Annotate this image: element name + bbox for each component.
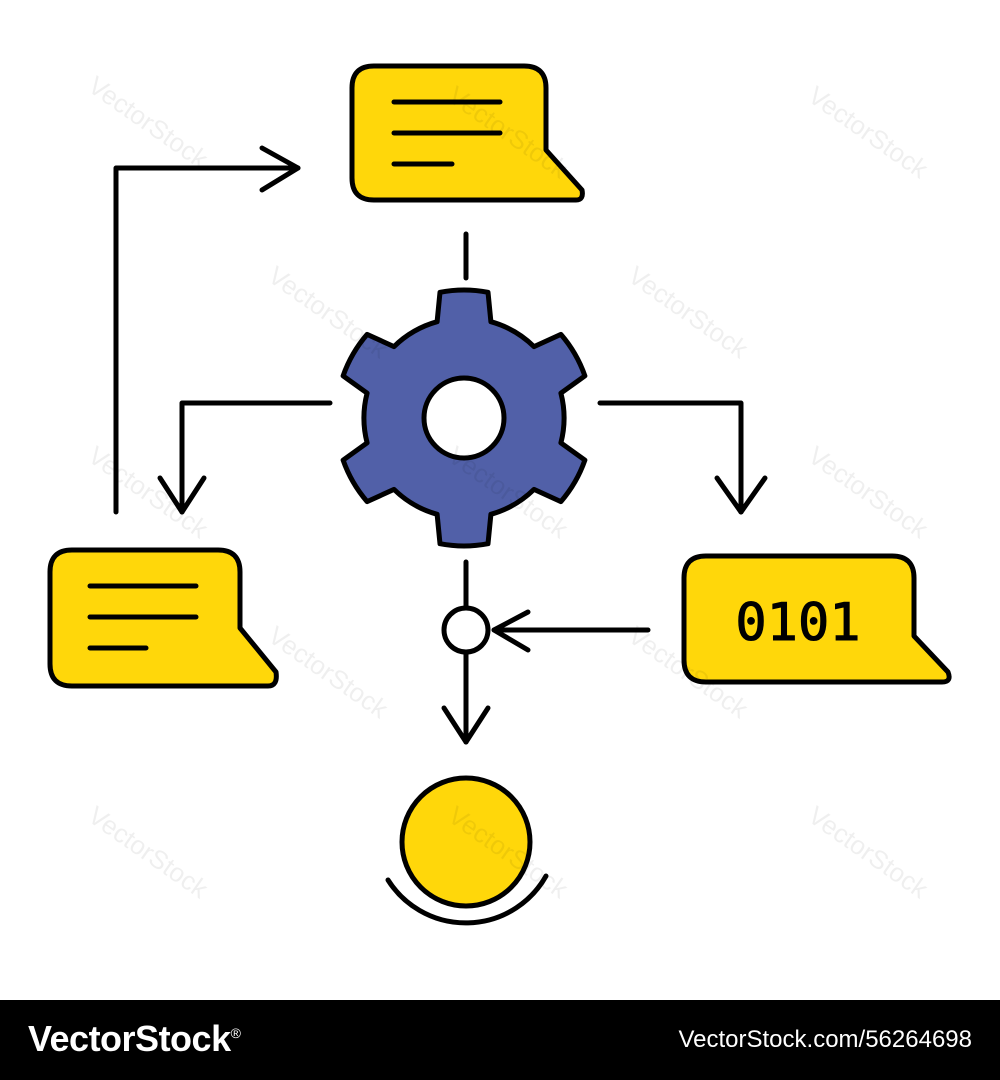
- result-user-icon: [385, 775, 549, 926]
- binary-bubble-icon: 0101: [681, 553, 952, 685]
- gear-to-binary-connector: [597, 400, 744, 515]
- connector-lines: [113, 145, 768, 745]
- registered-mark: ®: [230, 1025, 241, 1041]
- arrow-right-icon: [259, 145, 301, 193]
- process-flow-illustration: 0101: [47, 63, 952, 926]
- gear-to-left-connector: [179, 400, 333, 515]
- footer-brand-name: VectorStock: [28, 1018, 231, 1059]
- speech-bubble-left-icon: [47, 547, 279, 689]
- arrow-down-icon: [714, 475, 768, 515]
- junction-node: [441, 605, 491, 655]
- binary-text: 0101: [735, 593, 860, 653]
- footer-bar: VectorStock® VectorStock.com/56264698: [0, 1000, 1000, 1080]
- arrow-left-icon: [491, 609, 531, 653]
- feedback-connector: [113, 165, 301, 515]
- arrow-down-icon: [157, 475, 207, 515]
- footer-brand-logo: VectorStock®: [28, 1018, 241, 1060]
- arrow-down-icon: [441, 705, 491, 745]
- footer-image-url: VectorStock.com/56264698: [678, 1026, 972, 1053]
- gear-icon: [340, 287, 588, 549]
- speech-bubble-top-icon: [349, 63, 585, 203]
